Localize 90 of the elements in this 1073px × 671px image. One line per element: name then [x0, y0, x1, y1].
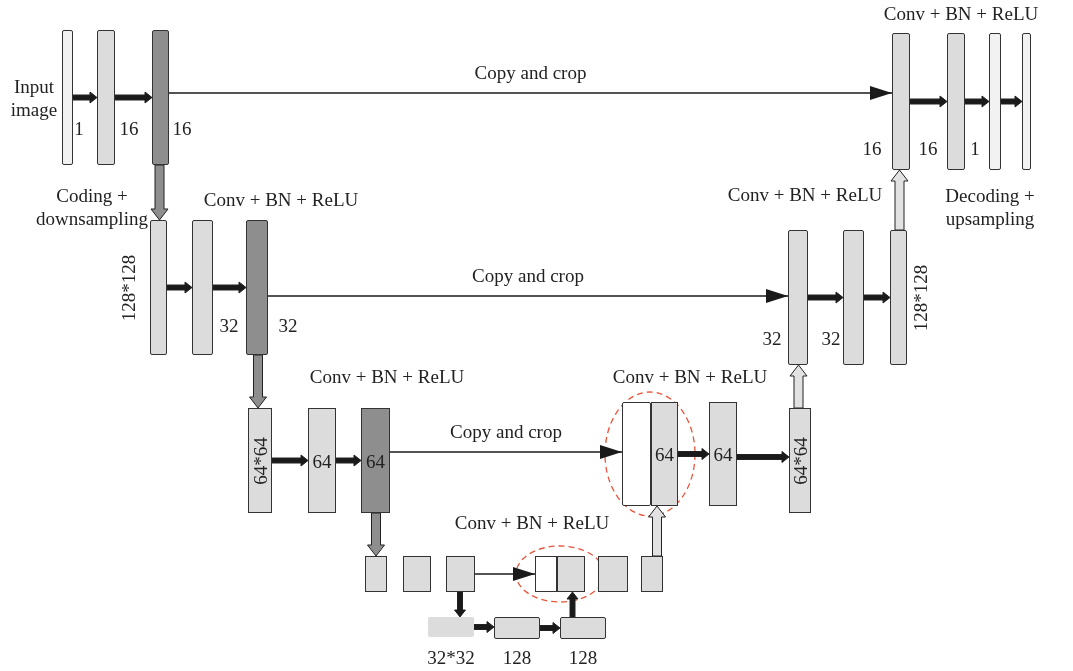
block-arrow [166, 281, 193, 294]
block-arrow [114, 91, 153, 104]
edge-label: Copy and crop [472, 264, 584, 288]
feature-map-label: 64*64 [790, 436, 810, 485]
block-arrow [367, 512, 385, 557]
annotation-text: Conv + BN + ReLU [308, 365, 466, 389]
annotation-text: Conv + BN + ReLU [453, 511, 611, 535]
feature-map-block [365, 556, 387, 592]
edge-label: Copy and crop [474, 61, 587, 85]
feature-map-bar [892, 33, 910, 170]
annotation-text: Input image [9, 76, 59, 122]
block-arrow [807, 291, 844, 304]
block-arrow [271, 454, 309, 467]
feature-map-block [557, 556, 585, 592]
block-arrow [249, 354, 267, 409]
feature-map-label: 128 [502, 647, 532, 667]
feature-map-bar [947, 33, 965, 170]
feature-map-bar [361, 408, 390, 513]
feature-map-bar [494, 617, 540, 639]
feature-map-label: 1 [970, 138, 980, 158]
feature-map-label: 16 [918, 138, 938, 158]
feature-map-bar [152, 30, 169, 165]
feature-map-label: 16 [172, 118, 192, 138]
block-arrow [566, 591, 579, 618]
annotation-text: Conv + BN + ReLU [202, 188, 360, 212]
block-arrow [789, 364, 808, 409]
feature-map-label: 128*128 [910, 264, 930, 332]
block-arrow [890, 169, 909, 231]
arrow [474, 567, 536, 581]
feature-map-bar [622, 402, 651, 506]
feature-map-block [598, 556, 628, 592]
block-arrow [909, 95, 948, 108]
feature-map-bar [1022, 33, 1031, 170]
arrow [267, 289, 789, 303]
block-arrow [212, 281, 247, 294]
block-arrow [473, 621, 495, 633]
feature-map-label: 1 [74, 118, 84, 138]
block-arrow [736, 451, 790, 463]
feature-map-label: 32 [219, 315, 239, 335]
feature-map-bar [246, 220, 268, 355]
feature-map-bar [62, 30, 73, 165]
feature-map-bar [651, 402, 678, 506]
annotation-text: Conv + BN + ReLU [611, 365, 769, 389]
annotation-text: Coding + downsampling [35, 185, 149, 231]
feature-map-bar [890, 230, 907, 365]
block-arrow [863, 291, 891, 304]
feature-map-bar [789, 408, 811, 513]
block-arrow [335, 454, 362, 467]
feature-map-label: 128 [568, 647, 598, 667]
feature-map-bar [788, 230, 808, 365]
block-arrow [964, 95, 990, 108]
arrow [168, 86, 893, 100]
feature-map-label: 16 [862, 138, 882, 158]
feature-map-label: 32 [762, 328, 782, 348]
feature-map-bar [97, 30, 115, 165]
feature-map-label: 64 [713, 444, 733, 464]
feature-map-bar [709, 402, 737, 506]
feature-map-label: 64*64 [250, 436, 270, 485]
feature-map-block [535, 556, 557, 592]
block-arrow [539, 622, 561, 634]
feature-map-block [641, 556, 663, 592]
feature-map-bar [843, 230, 864, 365]
feature-map-block [403, 556, 431, 592]
block-arrow [72, 91, 98, 104]
feature-map-bar [308, 408, 336, 513]
block-arrow [454, 591, 466, 618]
feature-map-block [446, 556, 475, 592]
annotation-text: Conv + BN + ReLU [882, 2, 1040, 26]
block-arrow [150, 164, 169, 221]
feature-map-bar [192, 220, 213, 355]
annotation-text: Conv + BN + ReLU [726, 183, 884, 207]
feature-map-label: 64 [366, 451, 385, 470]
edge-label: Copy and crop [450, 420, 562, 444]
feature-map-label: 32 [278, 315, 298, 335]
feature-map-label: 64 [655, 444, 674, 464]
block-arrow [648, 505, 666, 557]
annotation-text: Decoding + upsampling [944, 185, 1036, 231]
feature-map-bar [150, 220, 167, 355]
feature-map-label: 16 [119, 118, 139, 138]
feature-map-label: 32 [821, 328, 841, 348]
block-arrow [677, 448, 710, 460]
arrow [389, 445, 623, 459]
block-arrow [1000, 95, 1023, 108]
feature-map-label: 128*128 [118, 254, 138, 322]
feature-map-bar [248, 408, 272, 513]
feature-map-bar [989, 33, 1001, 170]
feature-map-bar [428, 617, 474, 637]
feature-map-label: 32*32 [427, 647, 475, 667]
feature-map-bar [560, 617, 606, 639]
feature-map-label: 64 [312, 451, 332, 470]
